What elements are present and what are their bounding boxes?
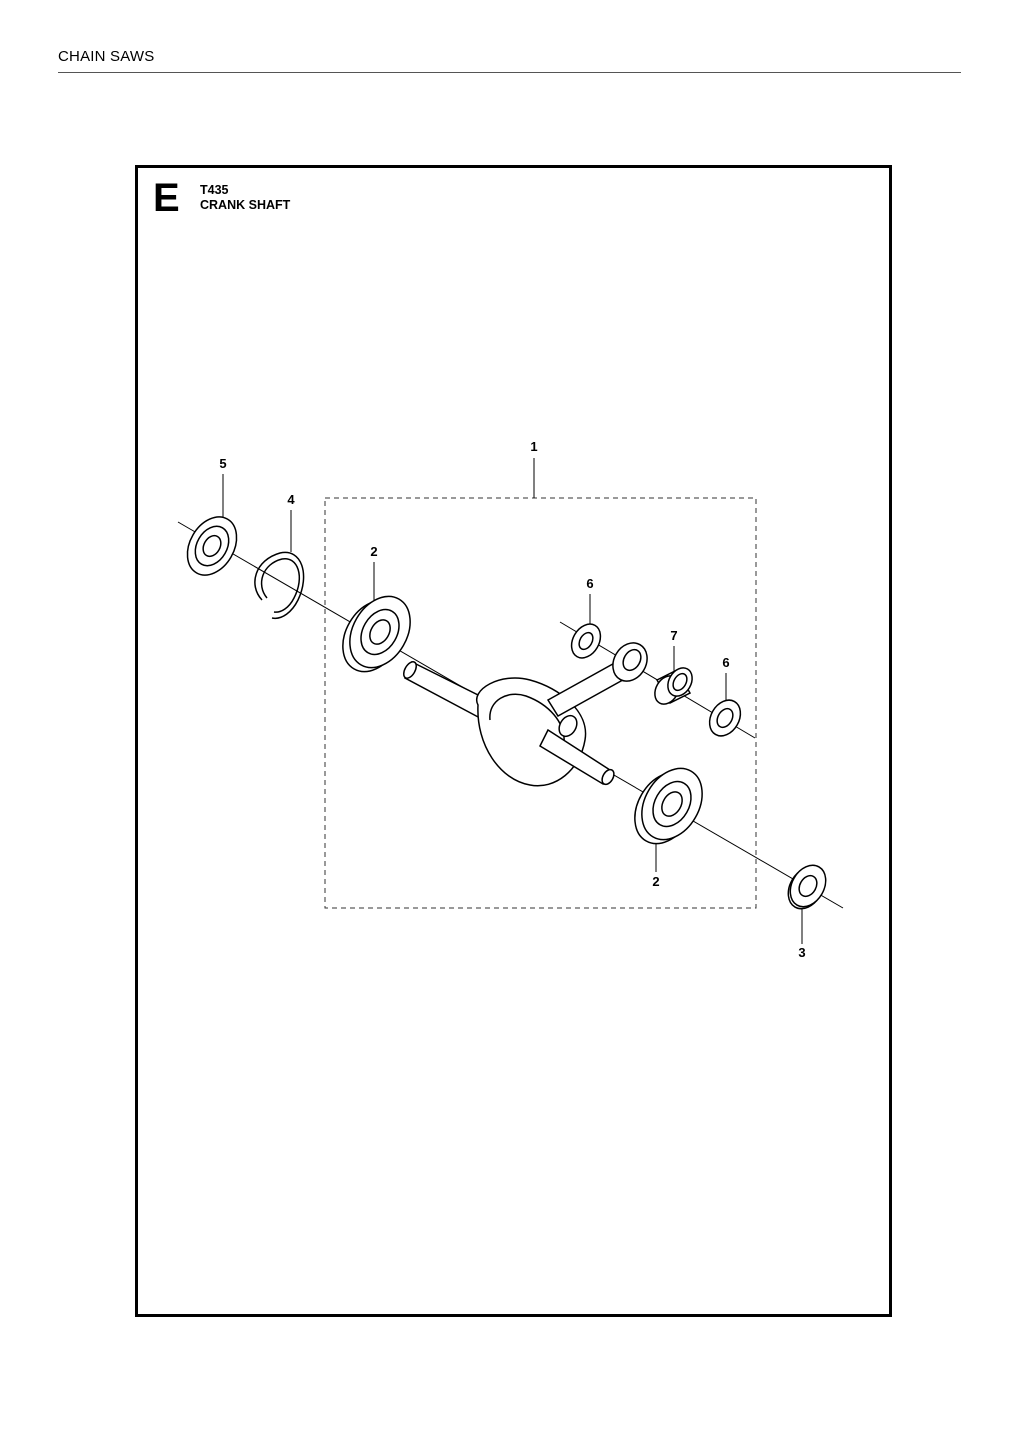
callout-3: 3 <box>798 945 805 960</box>
callout-6-upper: 6 <box>586 576 593 591</box>
crankshaft <box>403 660 615 787</box>
callout-5: 5 <box>219 456 226 471</box>
callouts: 1 2 2 3 4 5 6 6 7 <box>219 439 805 960</box>
callout-1: 1 <box>530 439 537 454</box>
seal-3 <box>787 864 827 910</box>
washer-6-lower <box>708 699 742 737</box>
connecting-rod <box>546 642 648 718</box>
assembly-dashed-box <box>324 497 757 909</box>
callout-2-upper: 2 <box>370 544 377 559</box>
callout-4: 4 <box>287 492 295 507</box>
retaining-ring-4 <box>254 551 305 620</box>
section-letter: E <box>153 176 180 220</box>
model-number: T435 <box>200 183 229 197</box>
page-header: CHAIN SAWS <box>58 48 155 65</box>
washer-6-upper <box>570 623 602 659</box>
needle-bearing-7 <box>654 667 693 705</box>
bearing-2-upper <box>342 595 411 673</box>
diagram-frame: E T435 CRANK SHAFT <box>135 165 892 1317</box>
callout-2-lower: 2 <box>652 874 659 889</box>
callout-6-lower: 6 <box>722 655 729 670</box>
header-rule <box>58 72 961 73</box>
section-title: CRANK SHAFT <box>200 198 291 212</box>
bearing-2-lower <box>634 767 703 845</box>
seal-5 <box>186 516 238 576</box>
callout-7: 7 <box>670 628 677 643</box>
